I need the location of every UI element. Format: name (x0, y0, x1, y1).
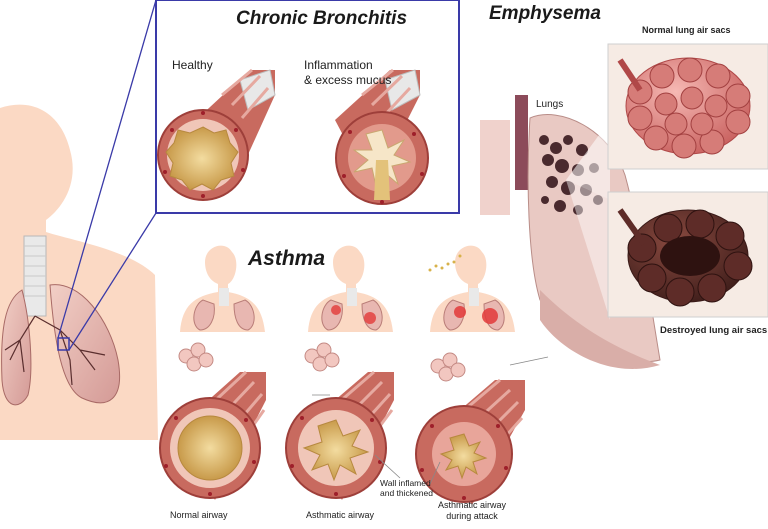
normal-airway (159, 342, 266, 500)
normal-air-sacs-label: Normal lung air sacs (642, 25, 731, 35)
destroyed-air-sacs-label: Destroyed lung air sacs (660, 325, 768, 336)
zoom-marker (57, 337, 70, 351)
lungs-label: Lungs (536, 99, 564, 110)
healthy-airway (157, 68, 276, 201)
inflamed-airway (335, 68, 429, 205)
inflammation-label: Inflammation & excess mucus (304, 58, 414, 88)
attack-label-line1: Asthmatic airway (437, 500, 507, 510)
asthma-figure-normal (180, 245, 265, 332)
asthmatic-airway (285, 342, 394, 500)
attack-airway (415, 352, 525, 505)
asthma-figure-asthmatic (308, 245, 393, 332)
asthma-figure-attack (428, 245, 515, 332)
attack-label-line2: during attack (446, 511, 498, 521)
normal-air-sacs-panel (607, 43, 768, 170)
left-lungs (1, 235, 120, 406)
wall-inflamed-label: Wall inflamed and thickened (380, 478, 460, 498)
wall-label-line2: and thickened (380, 488, 433, 498)
inflammation-label-line2: & excess mucus (304, 73, 392, 87)
healthy-label: Healthy (172, 58, 213, 72)
asthmatic-airway-label: Asthmatic airway (306, 510, 375, 520)
zoom-lines (57, 0, 157, 351)
normal-airway-label: Normal airway (170, 510, 228, 520)
inflammation-label-line1: Inflammation (304, 58, 373, 72)
destroyed-air-sacs-panel (607, 191, 768, 318)
asthma-title: Asthma (248, 247, 326, 270)
body-silhouette (0, 104, 158, 440)
emphysema-title: Emphysema (489, 3, 601, 24)
wall-pointer-lines (312, 356, 549, 485)
wall-label-line1: Wall inflamed (380, 478, 431, 488)
attack-airway-label: Asthmatic airway during attack (432, 500, 512, 522)
chronic-bronchitis-title: Chronic Bronchitis (236, 8, 408, 29)
